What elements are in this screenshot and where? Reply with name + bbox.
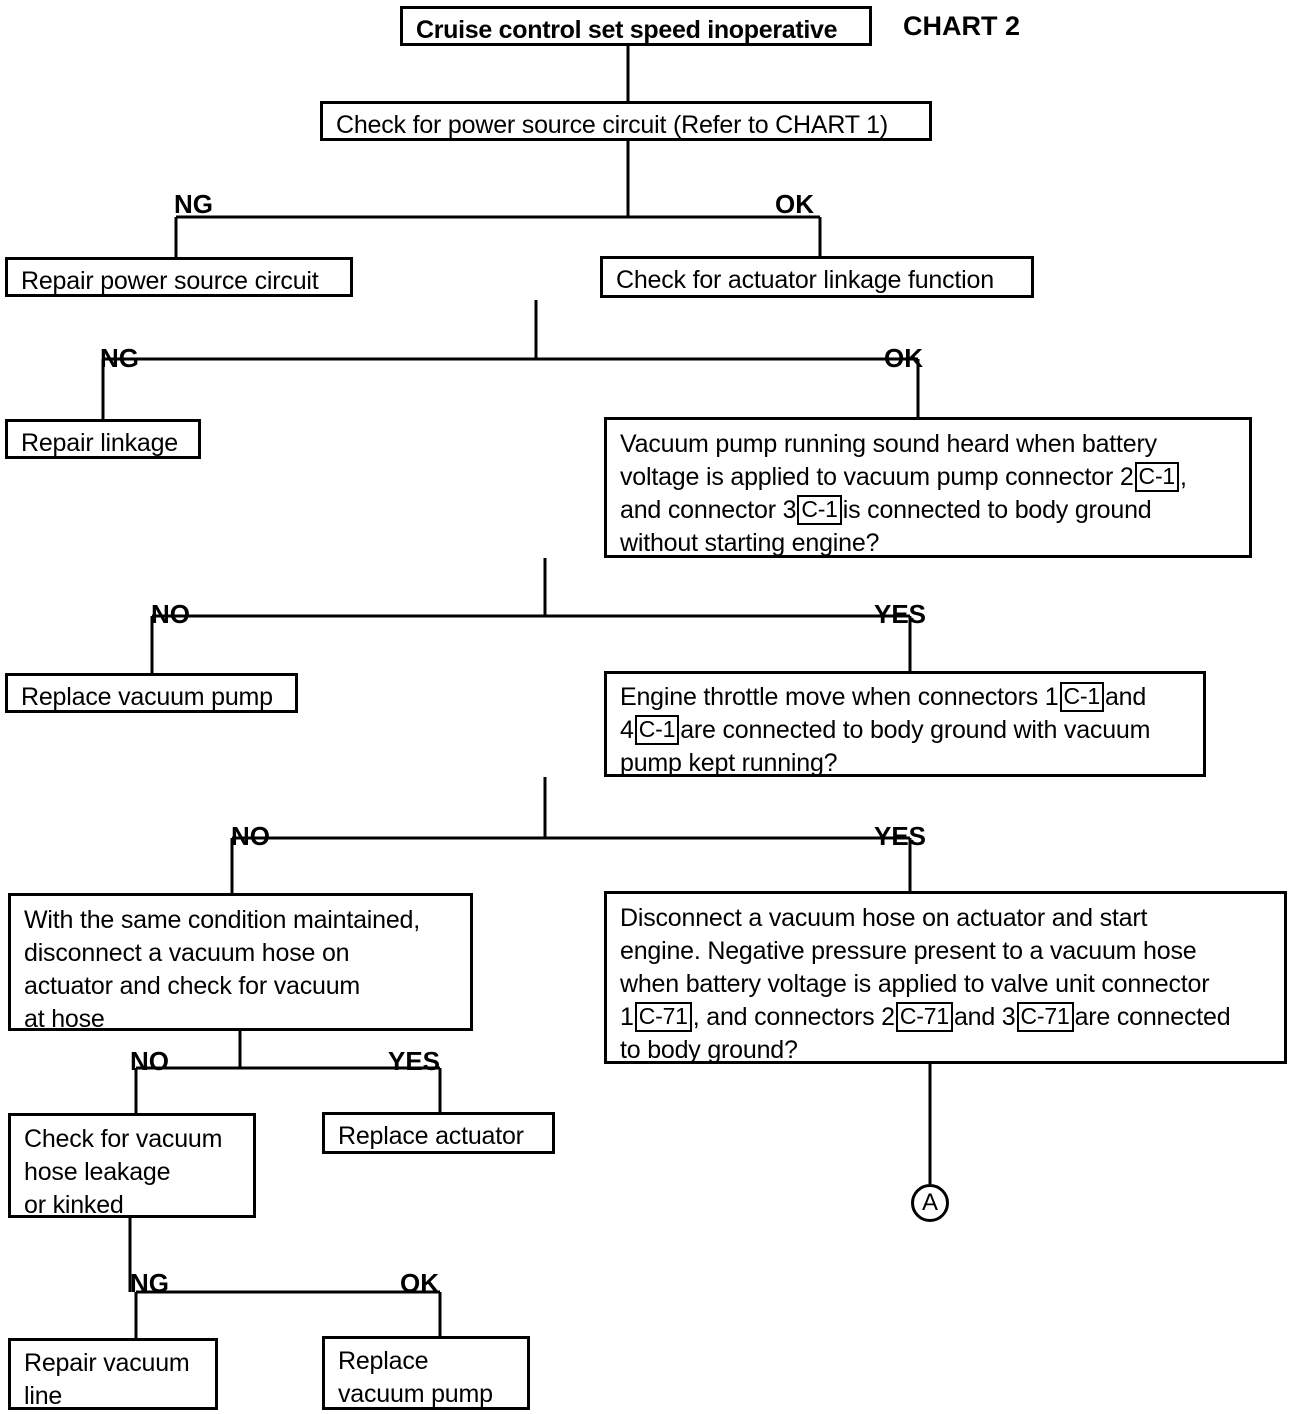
connector-tag-c1: C-1 xyxy=(797,495,842,525)
node-text-line: voltage is applied to vacuum pump connec… xyxy=(620,461,1238,494)
node-text-segment: Engine throttle move when connectors 1 xyxy=(620,683,1059,711)
node-check-hose-leakage: Check for vacuum hose leakage or kinked xyxy=(8,1113,256,1219)
node-text-segment: and xyxy=(1104,683,1147,711)
node-text-line: line xyxy=(24,1382,63,1410)
node-text-line: Replace xyxy=(338,1347,429,1375)
node-text-line: pump kept running? xyxy=(620,749,838,777)
node-text-segment: and connector 3 xyxy=(620,496,797,524)
node-text-segment: and 3 xyxy=(953,1003,1016,1031)
node-repair-power-source: Repair power source circuit xyxy=(5,257,353,297)
connector-tag-c71: C-71 xyxy=(634,1002,692,1032)
node-question-vacuum-pump-sound: Vacuum pump running sound heard when bat… xyxy=(604,417,1252,558)
branch-label-yes-1: YES xyxy=(874,599,927,629)
branch-label-yes-2: YES xyxy=(874,821,927,851)
node-text-segment: 4 xyxy=(620,716,634,744)
node-text-line: when battery voltage is applied to valve… xyxy=(620,970,1210,998)
node-text-line: actuator and check for vacuum xyxy=(24,972,361,1000)
branch-label-ng-2: NG xyxy=(100,343,139,373)
node-text-line: Vacuum pump running sound heard when bat… xyxy=(620,430,1157,458)
node-text-segment: , and connectors 2 xyxy=(692,1003,895,1031)
branch-label-ng-3: NG xyxy=(130,1268,169,1298)
node-text-line: disconnect a vacuum hose on xyxy=(24,939,350,967)
node-text-segment: are connected xyxy=(1074,1003,1231,1031)
node-text-segment: are connected to body ground with vacuum xyxy=(680,716,1151,744)
connector-tag-c1: C-1 xyxy=(634,715,680,745)
chart-number-label: CHART 2 xyxy=(903,11,1021,41)
connector-tag-c71: C-71 xyxy=(1016,1002,1074,1032)
node-text-line: hose leakage xyxy=(24,1158,171,1186)
node-replace-vacuum-pump-2: Replace vacuum pump xyxy=(322,1336,530,1410)
node-text-line: to body ground? xyxy=(620,1036,798,1064)
connector-tag-c1: C-1 xyxy=(1134,462,1180,492)
node-text-segment: voltage is applied to vacuum pump connec… xyxy=(620,463,1134,491)
node-text-line: Check for vacuum xyxy=(24,1125,223,1153)
node-repair-vacuum-line: Repair vacuum line xyxy=(8,1338,218,1410)
node-check-power-source: Check for power source circuit (Refer to… xyxy=(320,101,932,141)
branch-label-yes-3: YES xyxy=(388,1046,441,1076)
branch-label-ng-1: NG xyxy=(174,189,213,219)
node-repair-linkage: Repair linkage xyxy=(5,419,201,459)
branch-label-ok-3: OK xyxy=(400,1268,439,1298)
node-text-line: Disconnect a vacuum hose on actuator and… xyxy=(620,904,1148,932)
node-text-line: Repair vacuum xyxy=(24,1349,190,1377)
node-text-segment: , xyxy=(1180,463,1187,491)
connector-tag-c71: C-71 xyxy=(895,1002,953,1032)
node-check-actuator-linkage: Check for actuator linkage function xyxy=(600,256,1034,298)
node-text-line: engine. Negative pressure present to a v… xyxy=(620,937,1197,965)
node-start-symptom: Cruise control set speed inoperative xyxy=(400,6,872,46)
branch-label-no-1: NO xyxy=(151,599,190,629)
node-replace-actuator: Replace actuator xyxy=(322,1112,555,1154)
continuation-marker-a: A xyxy=(911,1184,949,1222)
node-text-line: at hose xyxy=(24,1005,105,1033)
node-check-vacuum-at-hose: With the same condition maintained, disc… xyxy=(8,893,473,1033)
branch-label-no-3: NO xyxy=(130,1046,169,1076)
node-replace-vacuum-pump-1: Replace vacuum pump xyxy=(5,673,298,713)
connector-tag-c1: C-1 xyxy=(1059,682,1104,712)
node-question-valve-unit-negative-pressure: Disconnect a vacuum hose on actuator and… xyxy=(604,891,1287,1064)
branch-label-ok-2: OK xyxy=(884,343,923,373)
node-text-line: or kinked xyxy=(24,1191,124,1219)
node-text-line: without starting engine? xyxy=(620,529,880,557)
branch-label-ok-1: OK xyxy=(775,189,814,219)
node-text-line: vacuum pump xyxy=(338,1380,493,1408)
node-text-segment: is connected to body ground xyxy=(842,496,1152,524)
branch-label-no-2: NO xyxy=(231,821,270,851)
node-text-line: With the same condition maintained, xyxy=(24,906,420,934)
node-text-segment: 1 xyxy=(620,1003,634,1031)
